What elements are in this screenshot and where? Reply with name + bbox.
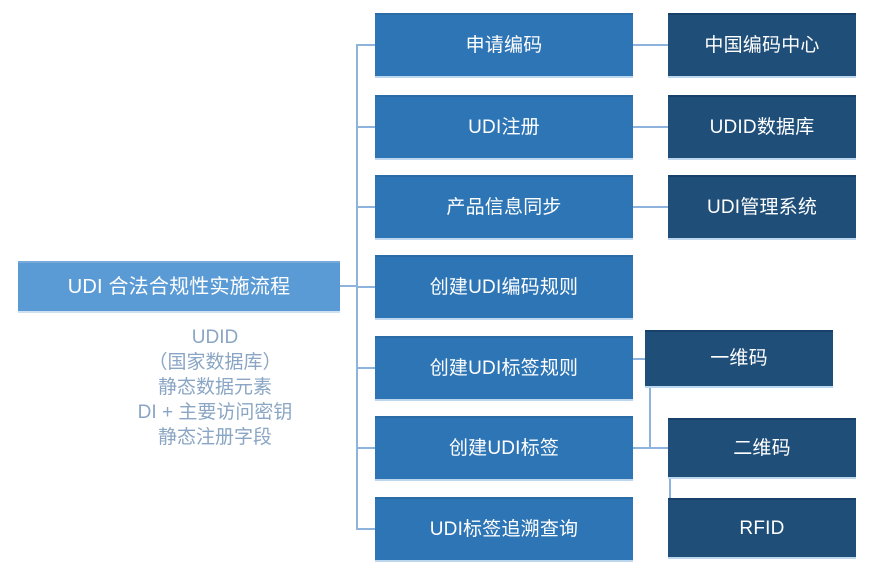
connector-trunk-to-step-3 xyxy=(356,206,376,208)
system-node-2[interactable]: UDID数据库 xyxy=(668,95,856,158)
step-node-2[interactable]: UDI注册 xyxy=(375,95,633,158)
step-node-6-label: 创建UDI标签 xyxy=(448,437,560,459)
connector-step-5-to-system-4 xyxy=(633,358,646,360)
root-node-label: UDI 合法合规性实施流程 xyxy=(67,275,291,298)
step-node-4[interactable]: 创建UDI编码规则 xyxy=(375,255,633,318)
connector-step-6-branch-trunk xyxy=(669,447,671,528)
connector-root-stub xyxy=(340,285,358,287)
system-node-1[interactable]: 中国编码中心 xyxy=(668,13,856,76)
connector-trunk-to-step-6 xyxy=(356,447,376,449)
system-node-1-label: 中国编码中心 xyxy=(704,34,820,56)
root-node-udi-process[interactable]: UDI 合法合规性实施流程 xyxy=(18,261,340,311)
connector-trunk-to-step-1 xyxy=(356,44,376,46)
system-node-6-label: RFID xyxy=(739,517,785,539)
connector-step-5-drop xyxy=(649,358,651,448)
system-node-2-label: UDID数据库 xyxy=(709,116,815,138)
connector-step-6-stub xyxy=(633,447,671,449)
connector-step-1-to-system-1 xyxy=(633,44,669,46)
connector-trunk-to-step-4 xyxy=(356,286,376,288)
step-node-6[interactable]: 创建UDI标签 xyxy=(375,416,633,479)
connector-trunk-to-step-7 xyxy=(356,528,376,530)
step-node-2-label: UDI注册 xyxy=(468,116,540,138)
connector-step-2-to-system-2 xyxy=(633,126,669,128)
system-node-6[interactable]: RFID xyxy=(668,498,856,557)
step-node-5-label: 创建UDI标签规则 xyxy=(429,357,579,379)
connector-trunk-to-step-2 xyxy=(356,126,376,128)
step-node-1[interactable]: 申请编码 xyxy=(375,13,633,76)
system-node-3-label: UDI管理系统 xyxy=(706,196,818,218)
step-node-5[interactable]: 创建UDI标签规则 xyxy=(375,336,633,399)
system-node-4-label: 一维码 xyxy=(710,348,768,370)
step-node-1-label: 申请编码 xyxy=(465,34,543,56)
step-node-7-label: UDI标签追溯查询 xyxy=(429,518,579,540)
step-node-4-label: 创建UDI编码规则 xyxy=(429,276,579,298)
root-note-text: UDID （国家数据库） 静态数据元素 DI + 主要访问密钥 静态注册字段 xyxy=(137,327,293,449)
system-node-5[interactable]: 二维码 xyxy=(668,418,856,477)
step-node-7[interactable]: UDI标签追溯查询 xyxy=(375,497,633,560)
system-node-5-label: 二维码 xyxy=(733,437,791,459)
system-node-4[interactable]: 一维码 xyxy=(645,330,833,386)
connector-trunk-to-step-5 xyxy=(356,367,376,369)
system-node-3[interactable]: UDI管理系统 xyxy=(668,175,856,238)
step-node-3-label: 产品信息同步 xyxy=(446,196,562,218)
connector-step-3-to-system-3 xyxy=(633,206,669,208)
step-node-3[interactable]: 产品信息同步 xyxy=(375,175,633,238)
